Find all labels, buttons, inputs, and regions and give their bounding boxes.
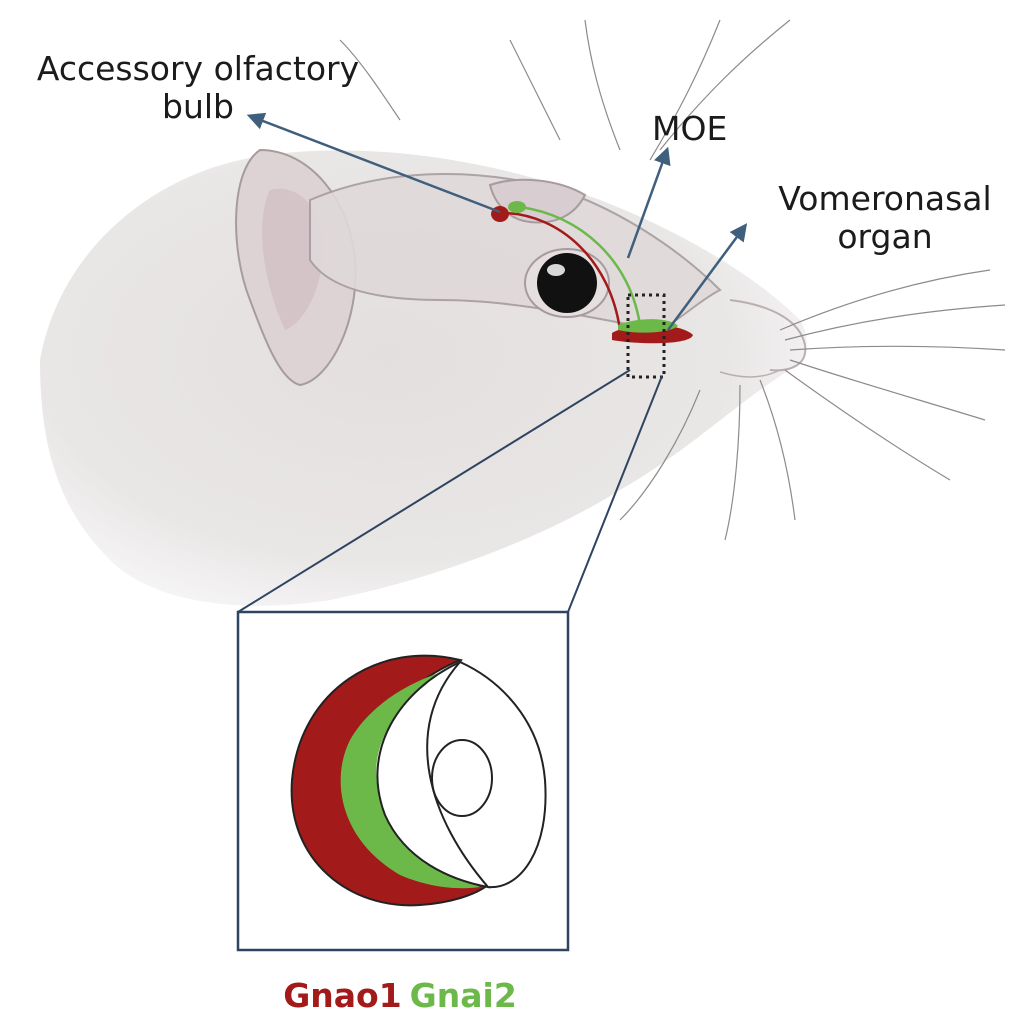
zoom-lines (237, 369, 663, 613)
label-aob-line2: bulb (162, 87, 234, 126)
arrow-moe (626, 146, 671, 259)
vno-selection-box (626, 293, 666, 379)
label-vno-line2: organ (837, 217, 933, 256)
label-vno-line1: Vomeronasal (778, 179, 992, 218)
gnai2-pathway (519, 205, 642, 326)
arrow-aob (246, 112, 501, 214)
gnai2-region (340, 668, 480, 889)
label-accessory-olfactory-bulb: Accessory olfactory bulb (8, 50, 388, 126)
ear-inner (262, 188, 323, 330)
arrow-vno (666, 223, 748, 331)
label-moe: MOE (652, 109, 728, 148)
pointer-arrows (246, 112, 748, 331)
gnao1-pathway (504, 211, 622, 331)
eye-highlight (547, 264, 565, 276)
legend-gnai2: Gnai2 (409, 976, 517, 1015)
legend-gnao1: Gnao1 (283, 976, 402, 1015)
mouse-head (40, 148, 807, 606)
eye (537, 253, 597, 313)
mouth-line (719, 369, 781, 378)
nose (729, 299, 807, 372)
skull-outline (309, 173, 722, 332)
vno-blood-vessel (431, 739, 493, 817)
inset-panel (236, 610, 570, 952)
label-vomeronasal-organ: Vomeronasal organ (760, 180, 1010, 256)
aob-gnai2 (508, 201, 526, 213)
whiskers (339, 19, 1006, 541)
label-aob-line1: Accessory olfactory (36, 49, 360, 88)
